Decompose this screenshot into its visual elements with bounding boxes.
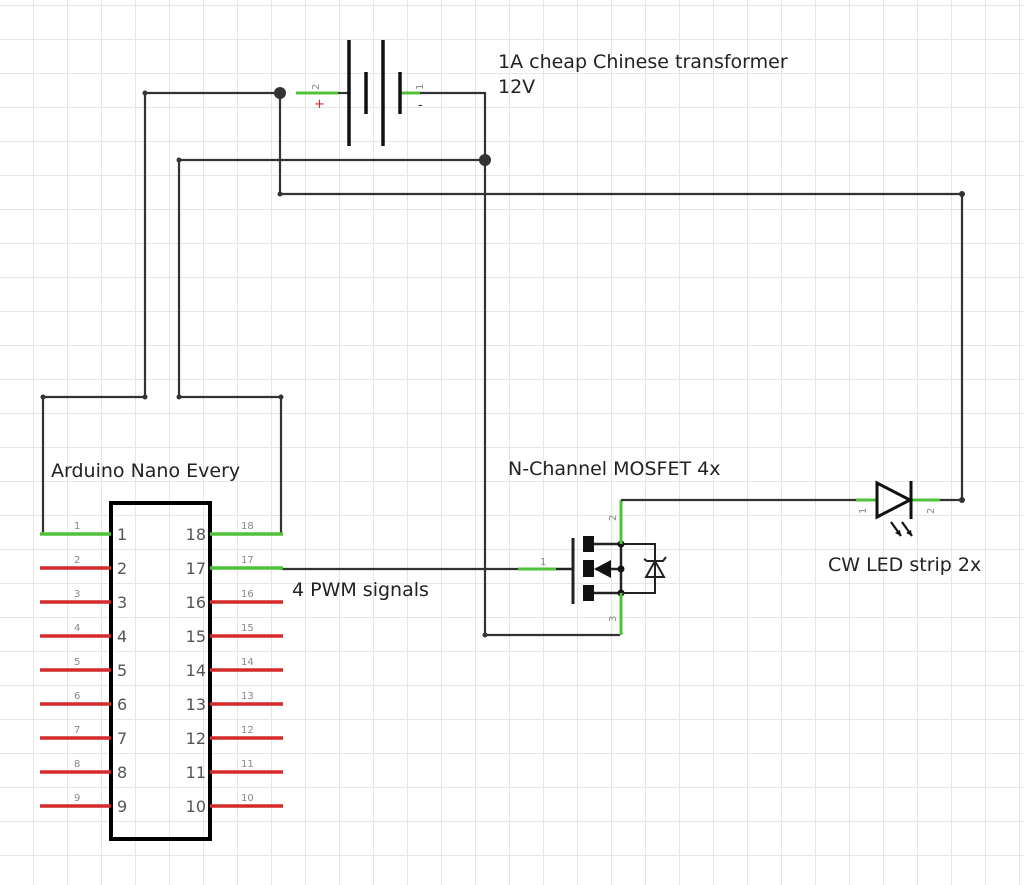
arduino-pin-number: 9	[117, 797, 127, 816]
arduino-pin-number: 11	[186, 763, 206, 782]
junction-dot	[40, 394, 46, 400]
arduino-pin-small-label: 7	[74, 725, 80, 736]
mosfet-label: N-Channel MOSFET 4x	[508, 458, 720, 480]
wire-vin	[43, 91, 280, 399]
led-label: CW LED strip 2x	[828, 554, 981, 576]
body-diode-icon	[644, 558, 666, 578]
junction-dot	[482, 632, 488, 638]
arduino-pin-small-label: 4	[74, 623, 80, 634]
wire-neg-rail	[420, 91, 620, 637]
arduino-pin-small-label: 14	[241, 657, 254, 668]
arduino-pin-number: 13	[186, 695, 206, 714]
arduino-pin-number: 7	[117, 729, 127, 748]
battery-symbol[interactable]: + - 2 1	[296, 40, 426, 146]
battery-neg-sign: -	[418, 98, 423, 113]
arduino-pin-number: 18	[186, 525, 206, 544]
junction-dot	[959, 497, 965, 503]
mosfet-pin-label: 1	[540, 557, 546, 568]
mosfet-pin-label: 2	[608, 515, 619, 521]
junction-dot	[278, 394, 284, 400]
body-diode-icon	[643, 556, 667, 562]
arduino-pin-number: 2	[117, 559, 127, 578]
junction-dot	[479, 154, 491, 166]
arduino-pin-small-label: 13	[241, 691, 254, 702]
arduino-pin-small-label: 1	[74, 521, 80, 532]
arduino-pin-small-label: 11	[241, 759, 254, 770]
junction-dot	[142, 394, 148, 400]
arduino-label: Arduino Nano Every	[51, 460, 240, 482]
arduino-pin-small-label: 17	[241, 555, 254, 566]
arduino-pin-number: 6	[117, 695, 127, 714]
junction-dot	[617, 565, 625, 573]
mosfet-arrow	[594, 560, 611, 578]
arduino-pin-number: 15	[186, 627, 206, 646]
arduino-pin-small-label: 12	[241, 725, 254, 736]
arduino-pin-number: 5	[117, 661, 127, 680]
arduino-pin-number: 14	[186, 661, 206, 680]
arduino-pin-small-label: 3	[74, 589, 80, 600]
mosfet-pin-label: 3	[608, 616, 619, 622]
mosfet-lead	[621, 543, 656, 594]
arduino-pin-small-label: 5	[74, 657, 80, 668]
arduino-pin-small-label: 2	[74, 555, 80, 566]
junction-dot	[274, 87, 286, 99]
arduino-pin-small-label: 16	[241, 589, 254, 600]
junctions	[40, 87, 965, 638]
pwm-label: 4 PWM signals	[292, 579, 429, 601]
arduino-pin-small-label: 6	[74, 691, 80, 702]
led-pin-label: 2	[926, 508, 937, 514]
arduino-pin-number: 3	[117, 593, 127, 612]
arduino-pin-number: 8	[117, 763, 127, 782]
transformer-label: 1A cheap Chinese transformer	[498, 51, 788, 73]
mosfet-channel	[583, 536, 594, 552]
mosfet-symbol[interactable]: 1 2 3	[518, 500, 667, 635]
wires	[41, 91, 964, 637]
arduino-pin-number: 1	[117, 525, 127, 544]
led-symbol[interactable]: 1 2	[856, 480, 940, 537]
mosfet-channel	[583, 585, 594, 601]
junction-dot	[176, 394, 182, 400]
wire-arduino-outline	[41, 397, 283, 533]
arduino-pin-small-label: 9	[74, 793, 80, 804]
led-triangle	[875, 480, 914, 520]
light-emission-icon	[890, 521, 913, 537]
arduino-pin-small-label: 10	[241, 793, 254, 804]
arduino-pin-small-label: 8	[74, 759, 80, 770]
wire-pos-to-led	[278, 93, 964, 502]
battery-pos-sign: +	[314, 97, 325, 112]
arduino-pin-number: 12	[186, 729, 206, 748]
arduino-pin-number: 10	[186, 797, 206, 816]
junction-dot	[176, 157, 182, 163]
junction-dot	[277, 191, 283, 197]
junction-dot	[142, 90, 148, 96]
led-pin-label: 1	[858, 508, 869, 514]
mosfet-channel	[583, 560, 594, 577]
battery-pin-label: 2	[311, 84, 322, 90]
arduino-pin-number: 17	[186, 559, 206, 578]
battery-pin-label: 1	[415, 84, 426, 90]
wire-gnd-arduino	[177, 158, 485, 399]
arduino-pin-number: 16	[186, 593, 206, 612]
junction-dot	[959, 191, 965, 197]
arduino-pin-small-label: 18	[241, 521, 254, 532]
voltage-label: 12V	[498, 76, 535, 98]
arduino-pin-number: 4	[117, 627, 127, 646]
arduino-pin-small-label: 15	[241, 623, 254, 634]
